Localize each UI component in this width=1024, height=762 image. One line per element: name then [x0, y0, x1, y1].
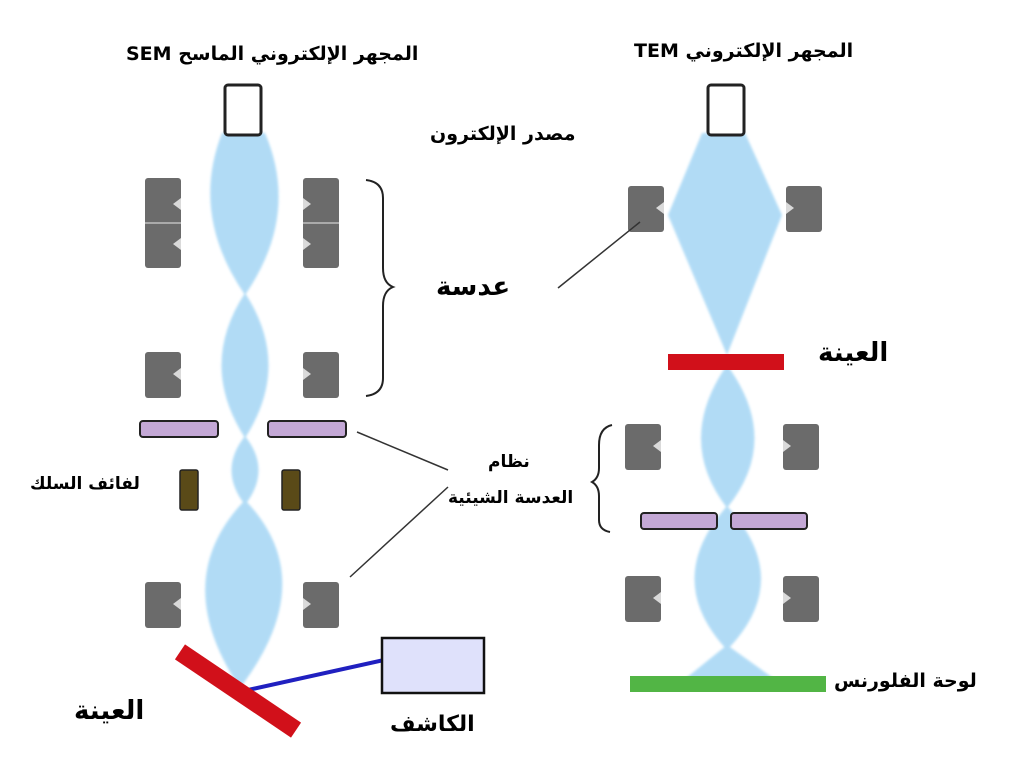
- tem-lens-blocks: [625, 186, 822, 622]
- tem-electron-beam: [668, 133, 782, 683]
- sem-apertures: [139, 420, 347, 438]
- objective-pointer-upper: [356, 431, 449, 471]
- objective-pointer-lower: [349, 486, 449, 578]
- tem-sample-label: العينة: [818, 338, 889, 368]
- tem-sample: [668, 354, 784, 370]
- tem-apertures: [640, 512, 808, 530]
- sem-wire-coils: [179, 469, 301, 511]
- tem-title: المجهر الإلكتروني TEM: [634, 40, 854, 62]
- sem-sample-label: العينة: [74, 696, 145, 726]
- sem-sample: [174, 644, 302, 738]
- objective-label-line2: العدسة الشيئية: [448, 488, 574, 508]
- tem-fluorescent-screen: [630, 676, 826, 692]
- fluorescent-screen-label: لوحة الفلورنس: [834, 670, 977, 692]
- tem-objective-bracket: [589, 424, 613, 533]
- lens-pointer: [557, 221, 641, 289]
- tem-electron-source: [706, 83, 746, 137]
- sem-column: [139, 83, 486, 738]
- sem-electron-beam: [205, 133, 283, 688]
- sem-title: المجهر الإلكتروني الماسح SEM: [126, 43, 419, 65]
- sem-electron-source: [223, 83, 263, 137]
- electron-source-label: مصدر الإلكترون: [430, 123, 576, 145]
- tem-column: [557, 83, 826, 692]
- sem-lens-blocks: [145, 178, 339, 628]
- objective-label-line1: نظام: [488, 452, 530, 472]
- lens-label: عدسة: [436, 272, 511, 302]
- sem-detector: [380, 636, 486, 695]
- sem-lens-bracket: [365, 179, 396, 397]
- detector-label: الكاشف: [390, 712, 475, 737]
- sem-signal-line: [247, 658, 385, 692]
- wire-coils-label: لفائف السلك: [30, 474, 140, 494]
